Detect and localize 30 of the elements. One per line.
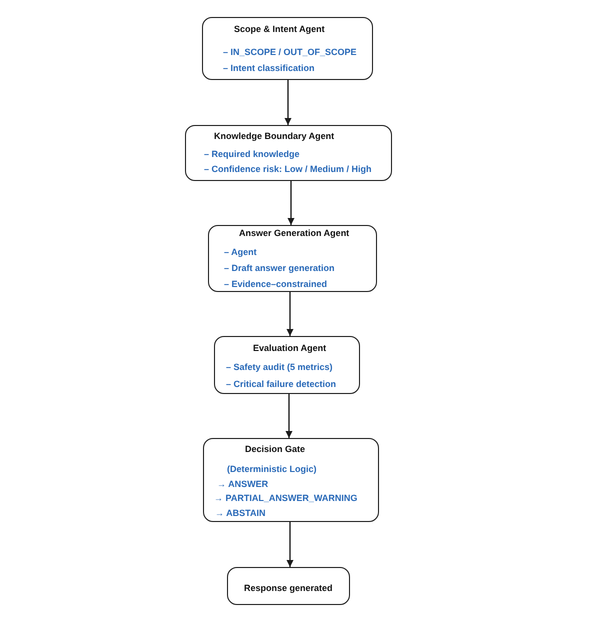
- process-box: [202, 17, 373, 80]
- box-title: Knowledge Boundary Agent: [214, 130, 334, 142]
- list-item: → ANSWER: [217, 478, 268, 490]
- list-item: – IN_SCOPE / OUT_OF_SCOPE: [223, 46, 357, 58]
- process-box: [185, 125, 392, 181]
- list-item: – Draft answer generation: [224, 262, 335, 274]
- box-title: Evaluation Agent: [253, 342, 326, 354]
- list-item: – Evidence–constrained: [224, 278, 328, 290]
- list-item: – Safety audit (5 metrics): [226, 361, 333, 373]
- list-item: → ABSTAIN: [215, 507, 266, 519]
- process-box: [214, 336, 360, 394]
- list-item: – Agent: [224, 246, 257, 258]
- arrow: [288, 181, 294, 225]
- list-item: – Intent classification: [223, 62, 315, 74]
- box-title: Scope & Intent Agent: [234, 23, 325, 35]
- list-item: → PARTIAL_ANSWER_WARNING: [214, 492, 358, 504]
- process-box: [208, 225, 377, 292]
- box-title: Answer Generation Agent: [239, 227, 350, 239]
- arrow: [286, 394, 292, 438]
- arrow: [286, 292, 294, 336]
- box-title: Decision Gate: [245, 443, 306, 455]
- process-box: [227, 567, 350, 605]
- list-item: (Deterministic Logic): [227, 463, 317, 475]
- list-item: – Confidence risk: Low / Medium / High: [204, 163, 372, 175]
- process-box: [203, 438, 379, 522]
- arrow: [284, 80, 292, 125]
- list-item: – Required knowledge: [204, 148, 300, 160]
- list-item: – Critical failure detection: [226, 378, 336, 390]
- box-title: Response generated: [244, 582, 333, 594]
- arrow: [286, 522, 294, 567]
